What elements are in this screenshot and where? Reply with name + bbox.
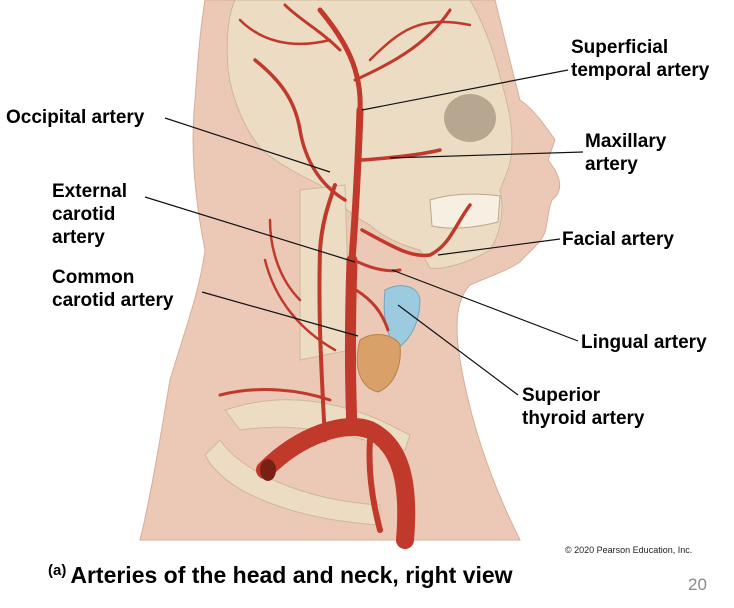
label-occipital-artery: Occipital artery	[6, 107, 145, 128]
label-lingual-artery: Lingual artery	[581, 332, 707, 353]
label-facial-artery: Facial artery	[562, 229, 674, 250]
thyroid-gland	[356, 334, 401, 393]
maxillary-artery-vessel	[360, 148, 442, 162]
superficial-temporal-artery-vessel	[317, 7, 363, 113]
leader-lingual	[391, 269, 579, 342]
leader-external-carotid	[144, 196, 356, 263]
external-carotid-artery-vessel	[348, 106, 364, 264]
temporal-branch-1	[353, 8, 452, 82]
neck-branch-2	[263, 258, 337, 352]
orbit	[444, 94, 496, 142]
aortic-arch	[256, 418, 416, 549]
lingual-artery-vessel	[356, 260, 402, 273]
temporal-branch-4	[238, 18, 332, 46]
leader-maxillary	[389, 151, 584, 159]
leader-lines	[144, 69, 584, 396]
figure-caption: (a)Arteries of the head and neck, right …	[48, 562, 513, 589]
neck-branch-3	[268, 218, 302, 302]
leader-superior-thyroid	[397, 304, 519, 396]
leader-superficial-temporal	[361, 69, 569, 111]
descending-branch	[366, 437, 383, 533]
common-carotid-artery-vessel	[345, 254, 358, 436]
page-number: 20	[688, 575, 707, 594]
label-external-carotid-artery: External carotid artery	[52, 181, 127, 248]
vertebral-artery-vessel	[317, 183, 337, 442]
clavicle	[224, 399, 411, 451]
leader-facial	[437, 238, 561, 256]
caption-text: Arteries of the head and neck, right vie…	[70, 562, 513, 588]
superior-thyroid-artery-vessel	[354, 288, 390, 332]
copyright-notice: © 2020 Pearson Education, Inc.	[565, 545, 693, 555]
leader-common-carotid	[201, 291, 359, 337]
leader-occipital	[164, 117, 331, 173]
temporal-branch-3	[368, 20, 472, 62]
subclavian-cut-end	[260, 459, 276, 481]
label-superficial-temporal-artery: Superficial temporal artery	[571, 37, 710, 81]
caption-tag: (a)	[48, 562, 67, 579]
label-maxillary-artery: Maxillary artery	[585, 131, 667, 175]
occipital-artery-vessel	[253, 58, 347, 202]
temporal-branch-2	[283, 3, 342, 52]
label-superior-thyroid-artery: Superior thyroid artery	[522, 385, 645, 429]
facial-artery-vessel	[360, 203, 472, 258]
arteries	[218, 3, 472, 549]
neck-branch-1	[218, 388, 332, 402]
label-common-carotid-artery: Common carotid artery	[52, 267, 174, 311]
